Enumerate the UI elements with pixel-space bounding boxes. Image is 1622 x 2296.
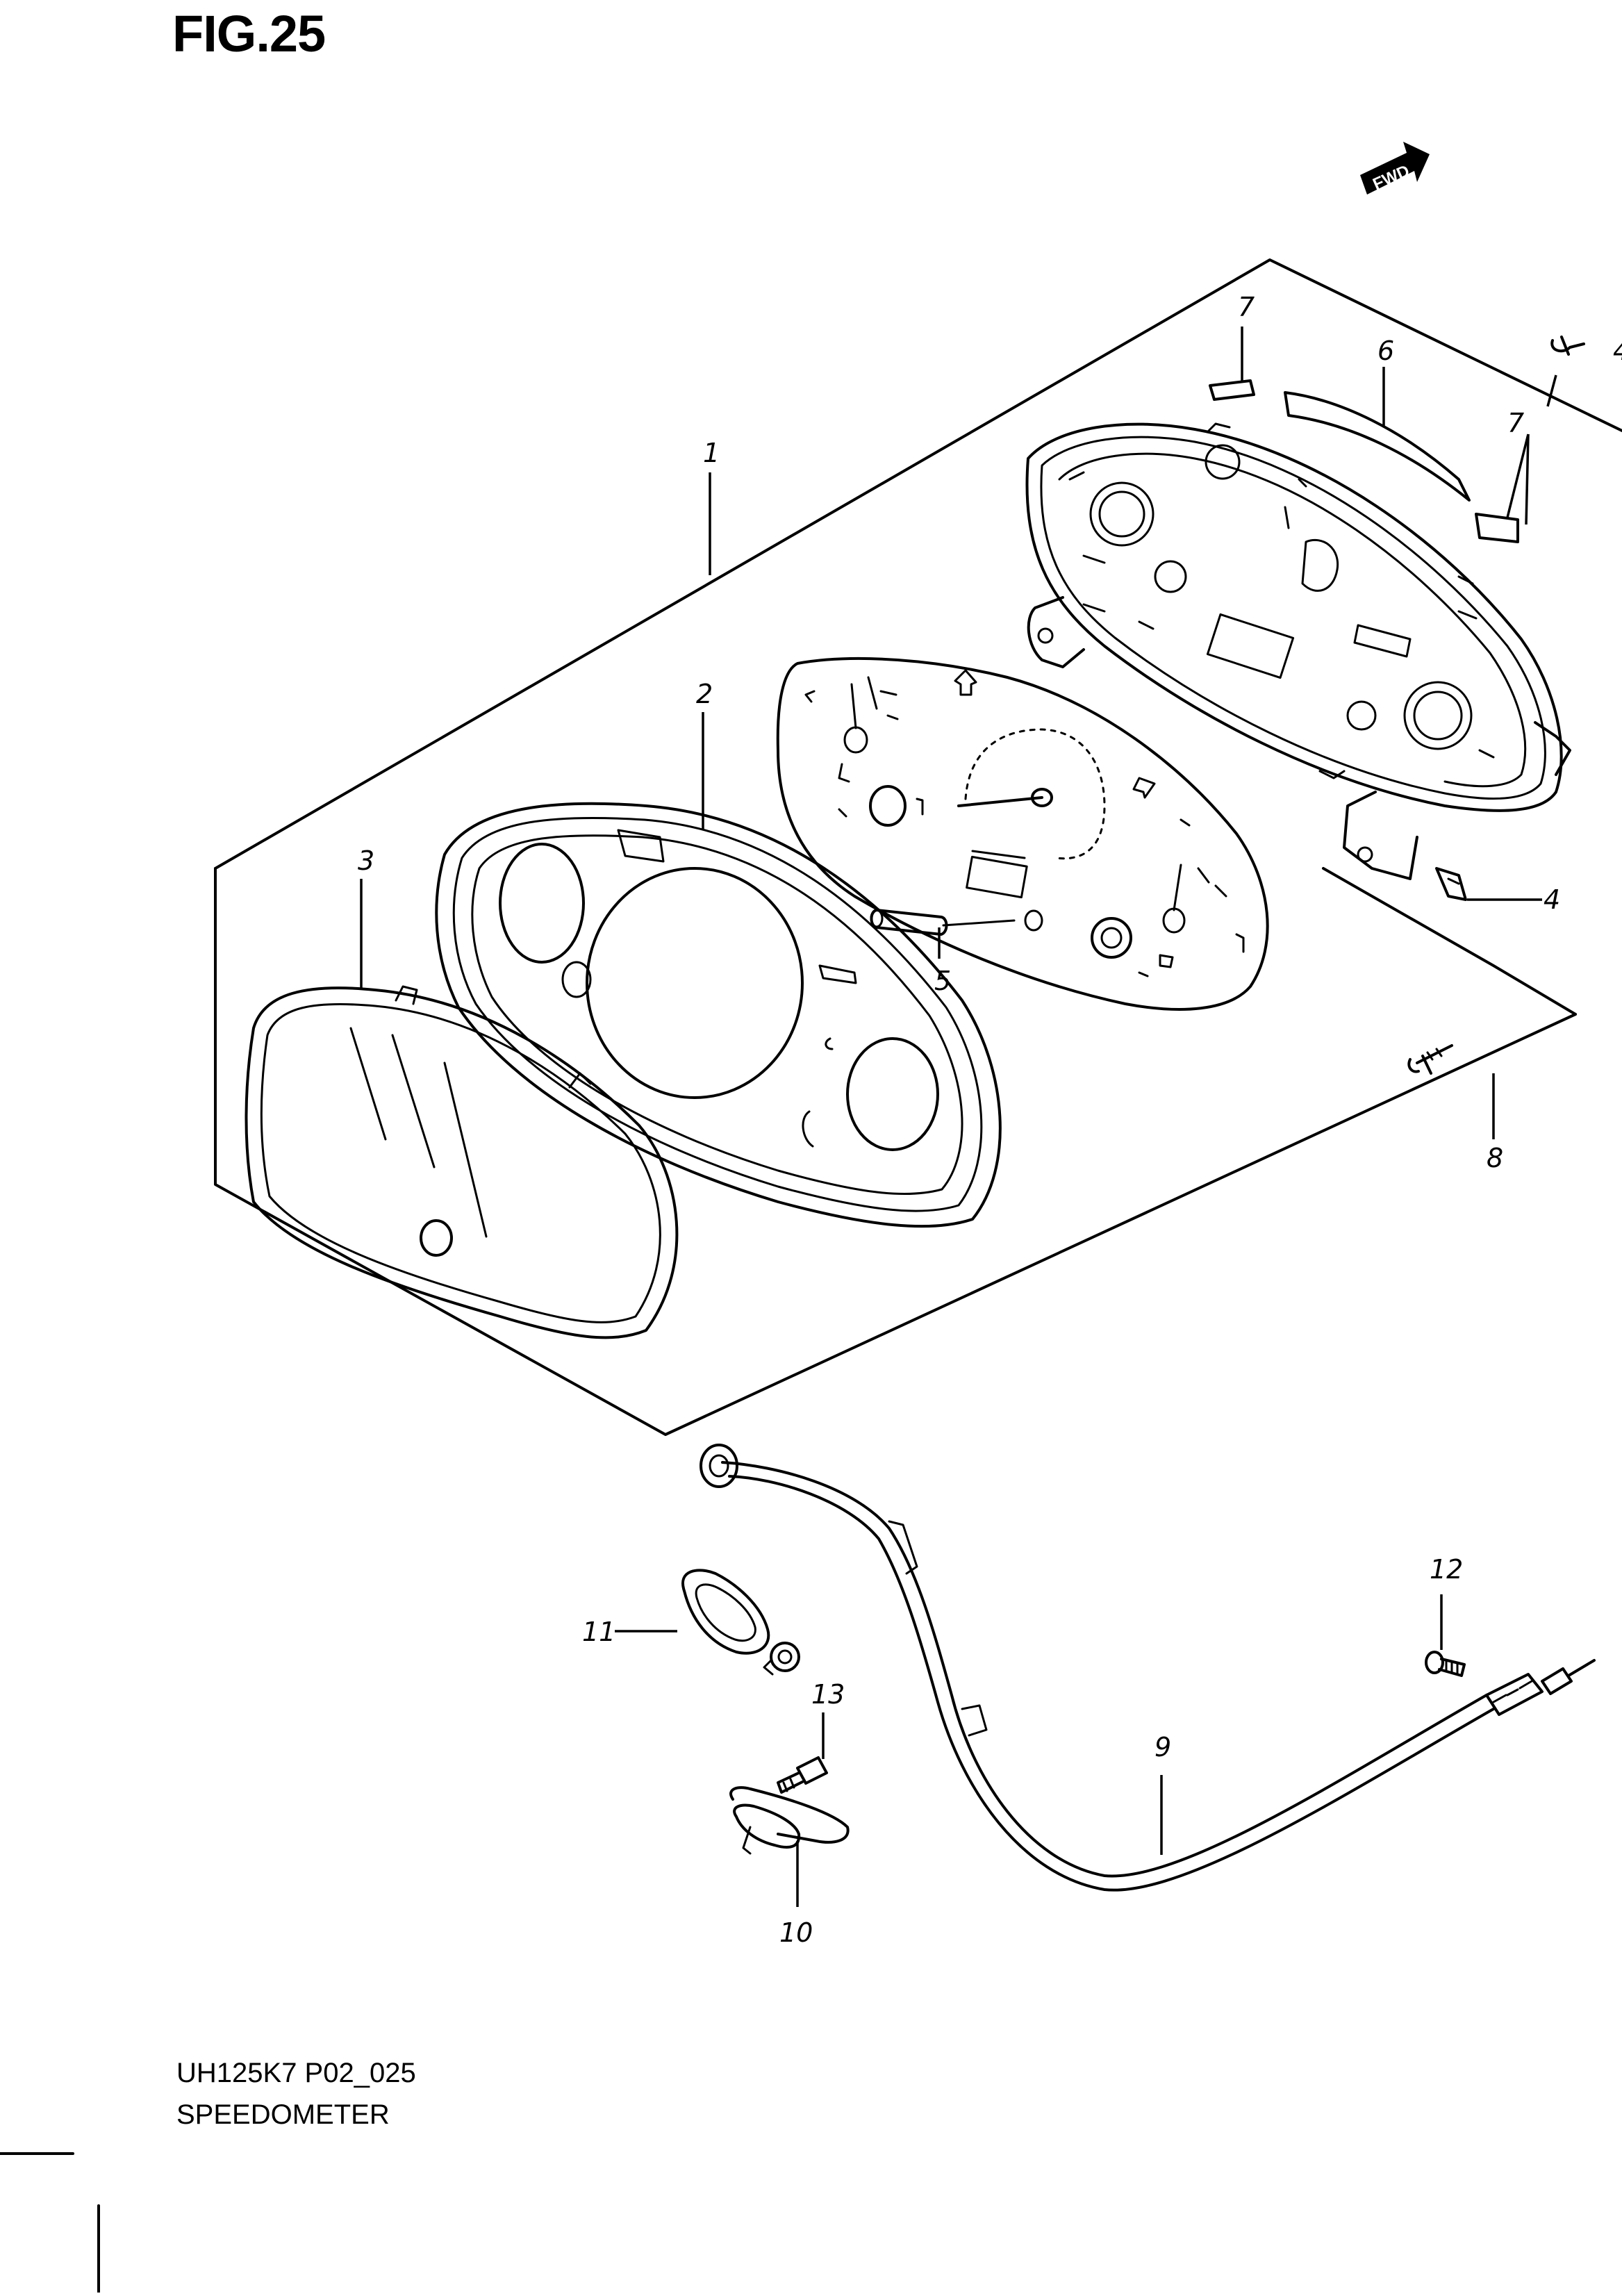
- screw-part-4: [1435, 336, 1585, 901]
- callout-1: 1: [703, 438, 720, 468]
- diagram-name: SPEEDOMETER: [176, 2099, 390, 2130]
- callout-4: 4: [1544, 884, 1560, 915]
- assembly-outline-top: [214, 258, 1622, 870]
- cushion-pads: [1209, 379, 1519, 543]
- callout-10: 10: [779, 1917, 813, 1948]
- callout-7: 7: [1238, 292, 1255, 322]
- assembly-outline-right: [1322, 867, 1577, 1016]
- figure-title: FIG.25: [172, 5, 326, 63]
- callout-8: 8: [1487, 1143, 1503, 1173]
- callout-7-right: 7: [1507, 408, 1524, 438]
- bolt-part-12: [1425, 1651, 1466, 1677]
- diagram-code: UH125K7 P02_025: [176, 2058, 416, 2088]
- callout-11: 11: [582, 1617, 615, 1647]
- meter-case: [435, 802, 1002, 1228]
- clamp-part-10: [729, 1786, 850, 1855]
- assembly-outline-bottom: [214, 867, 1577, 1436]
- leader-lines: [360, 327, 1557, 1907]
- callout-3: 3: [358, 845, 374, 876]
- callout-9: 9: [1155, 1732, 1171, 1762]
- dial-face-plate: [776, 656, 1269, 1011]
- callout-12: 12: [1430, 1554, 1463, 1585]
- callout-6: 6: [1377, 336, 1394, 366]
- lens-cover: [245, 985, 679, 1339]
- grommet-part-11: [681, 1569, 800, 1676]
- callout-2: 2: [696, 679, 713, 709]
- screw-part-8: [1407, 1044, 1453, 1075]
- bolt-part-13: [777, 1756, 828, 1794]
- speedometer-cable: [700, 1444, 1596, 1892]
- callout-4-top: 4: [1613, 336, 1622, 366]
- callout-13: 13: [811, 1679, 845, 1710]
- meter-housing: [1025, 422, 1571, 880]
- forward-arrow-icon: FWD: [1360, 142, 1430, 195]
- callout-5: 5: [934, 966, 951, 996]
- light-guide-pin: [870, 909, 1043, 936]
- callout-labels: 1 2 3 4 4 5 6 7 7 8 9 10 11 12 13: [358, 292, 1622, 1948]
